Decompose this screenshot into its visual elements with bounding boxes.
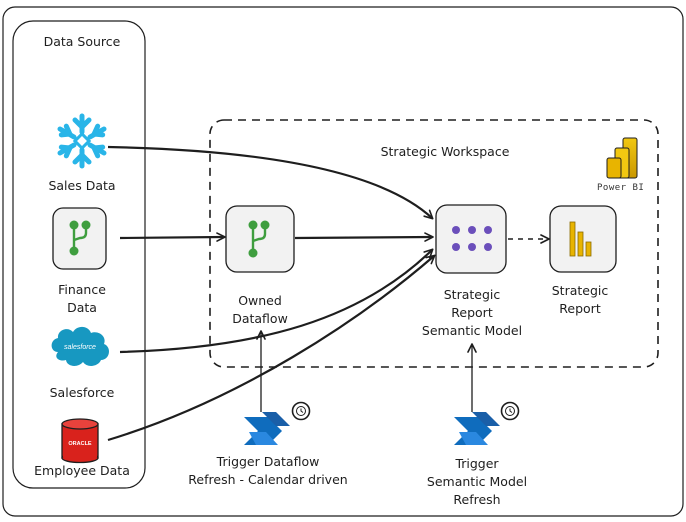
strategic-report-label: Strategic Report: [520, 282, 640, 318]
finance-label-line-2: Data: [67, 300, 97, 315]
salesforce-logo-icon: salesforce: [51, 326, 110, 366]
data-source-container: [12, 20, 146, 489]
power-automate-model-icon: [454, 412, 500, 445]
employee-data-label: Employee Data: [34, 463, 130, 478]
model-label-line-2: Report: [451, 305, 493, 320]
report-icon: [549, 205, 617, 273]
powerbi-label: Power BI: [597, 183, 645, 193]
semantic-model-label: Strategic Report Semantic Model: [402, 286, 542, 340]
trigger-dataflow-line-2: Refresh - Calendar driven: [188, 472, 348, 487]
schedule-clock-icon: [291, 401, 311, 421]
connector-dataflow-to-model: [294, 232, 434, 242]
trigger-dataflow-line-1: Trigger Dataflow: [216, 454, 320, 469]
sales-data-label: Sales Data: [48, 178, 116, 193]
outer-frame: [2, 6, 684, 517]
model-label-line-3: Semantic Model: [421, 323, 523, 338]
dataflow-label-line-1: Owned: [238, 293, 282, 308]
trigger-dataflow-label: Trigger Dataflow Refresh - Calendar driv…: [170, 453, 366, 489]
powerbi-logo-icon: [606, 137, 638, 179]
semantic-model-icon: [435, 204, 507, 274]
trigger-model-label: Trigger Semantic Model Refresh: [402, 455, 552, 509]
connector-employee-to-model: [107, 254, 436, 442]
data-source-title: Data Source: [43, 34, 121, 49]
finance-label-line-1: Finance: [58, 282, 106, 297]
model-label-line-1: Strategic: [443, 287, 501, 302]
connector-salesforce-to-model: [119, 248, 434, 354]
oracle-logo-text: ORACLE: [68, 441, 92, 447]
salesforce-label: Salesforce: [49, 385, 115, 400]
connector-sales-to-model: [107, 145, 434, 220]
trigger-model-line-3: Refresh: [453, 492, 501, 507]
schedule-clock-icon: [500, 401, 520, 421]
owned-dataflow-label: Owned Dataflow: [200, 292, 320, 328]
owned-dataflow-icon: [225, 205, 295, 273]
salesforce-logo-text: salesforce: [64, 344, 96, 351]
workspace-title: Strategic Workspace: [380, 144, 510, 159]
snowflake-icon: [57, 113, 107, 169]
report-label-line-2: Report: [559, 301, 601, 316]
finance-dataflow-icon: [52, 207, 107, 270]
connector-finance-to-dataflow: [119, 232, 226, 242]
report-label-line-1: Strategic: [551, 283, 609, 298]
trigger-model-line-1: Trigger: [455, 456, 499, 471]
power-automate-dataflow-icon: [244, 412, 290, 445]
oracle-database-icon: ORACLE: [61, 418, 99, 464]
trigger-model-line-2: Semantic Model: [426, 474, 528, 489]
dataflow-label-line-2: Dataflow: [232, 311, 288, 326]
finance-data-label: Finance Data: [13, 281, 151, 317]
strategic-workspace-container: [209, 119, 659, 368]
